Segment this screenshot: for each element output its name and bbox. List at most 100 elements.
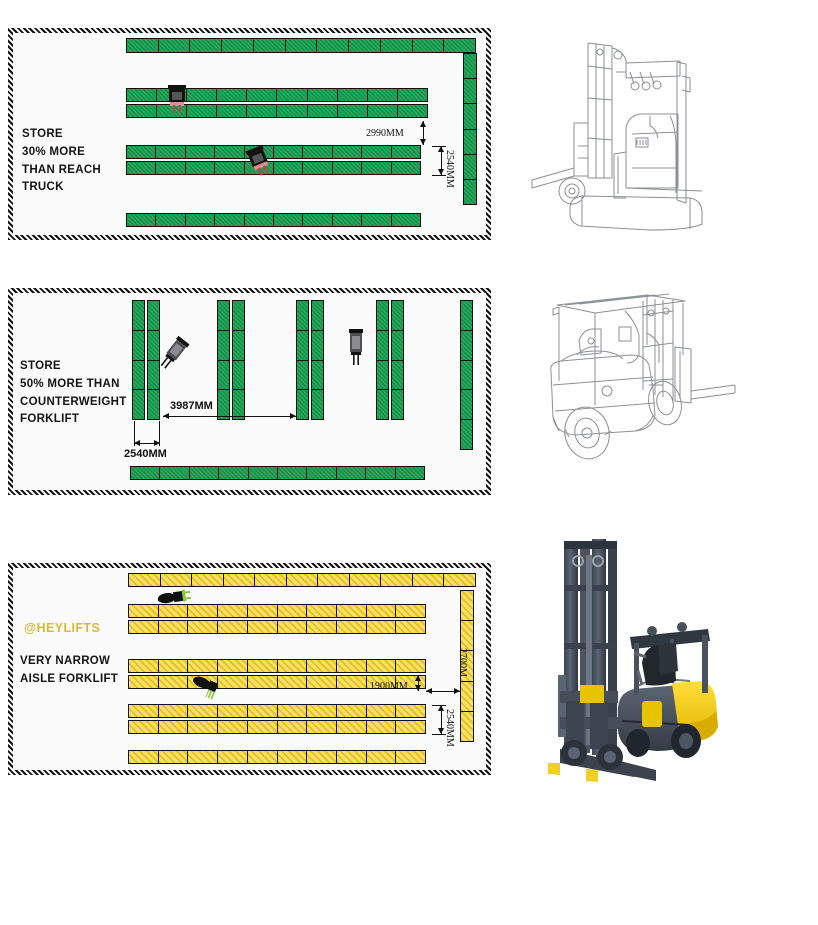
pallet-cell bbox=[218, 660, 247, 672]
pallet-cell bbox=[336, 705, 366, 717]
pallet-cell bbox=[307, 721, 336, 733]
counterweight-forklift-drawing bbox=[550, 293, 736, 460]
pallet-cell bbox=[158, 660, 188, 672]
pallet-cell bbox=[307, 105, 337, 117]
pallet-cell bbox=[464, 79, 476, 104]
pallet-cell bbox=[247, 621, 277, 633]
pallet-cell bbox=[158, 39, 190, 52]
pallet-cell bbox=[129, 676, 158, 688]
aisle-dimension-label: 3987MM bbox=[170, 400, 213, 412]
pallet-cell bbox=[218, 330, 229, 360]
pallet-cell bbox=[127, 214, 156, 226]
pallet-cell bbox=[218, 751, 247, 763]
rack-column bbox=[217, 300, 230, 420]
pallet-cell bbox=[247, 676, 277, 688]
pallet-cell bbox=[222, 39, 253, 52]
pallet-cell bbox=[307, 467, 336, 479]
aisle-dimension-label: 2990MM bbox=[366, 128, 404, 139]
rack-row bbox=[128, 750, 426, 764]
aisle-dimension-label-1900: 1900MM bbox=[370, 681, 408, 692]
pallet-cell bbox=[185, 214, 215, 226]
pallet-cell bbox=[336, 660, 366, 672]
rack-column bbox=[376, 300, 389, 420]
pallet-cell bbox=[244, 214, 274, 226]
pallet-cell bbox=[277, 676, 307, 688]
pallet-cell bbox=[188, 751, 218, 763]
fork-carriage bbox=[548, 675, 656, 782]
pallet-cell bbox=[461, 621, 473, 651]
counterweight-forklift-photo bbox=[535, 285, 760, 490]
pallet-cell bbox=[312, 301, 323, 330]
pallet-cell bbox=[366, 705, 396, 717]
pallet-cell bbox=[332, 214, 362, 226]
pallet-cell bbox=[277, 751, 307, 763]
pallet-cell bbox=[158, 721, 188, 733]
pallet-cell bbox=[148, 390, 159, 419]
pallet-cell bbox=[127, 105, 157, 117]
panel-1-caption: STORE 30% MORE THAN REACH TRUCK bbox=[22, 128, 102, 194]
panel-reach-truck: 2990MM 2540MM STORE 30% MORE THAN REACH … bbox=[8, 28, 491, 240]
pallet-cell bbox=[337, 105, 367, 117]
pallet-cell bbox=[285, 39, 317, 52]
pallet-cell bbox=[367, 89, 397, 101]
pallet-cell bbox=[297, 360, 308, 390]
pallet-cell bbox=[277, 89, 307, 101]
pallet-cell bbox=[189, 467, 219, 479]
rack-row bbox=[128, 720, 426, 734]
pallet-cell bbox=[247, 705, 277, 717]
pallet-cell bbox=[367, 105, 397, 117]
pallet-cell bbox=[129, 621, 158, 633]
pallet-cell bbox=[307, 621, 336, 633]
pallet-cell bbox=[218, 705, 247, 717]
pallet-cell bbox=[188, 660, 218, 672]
rack-row bbox=[128, 620, 426, 634]
bay-dimension-line bbox=[134, 440, 160, 446]
pallet-cell bbox=[395, 467, 425, 479]
pallet-cell bbox=[185, 146, 215, 158]
pallet-cell bbox=[247, 660, 277, 672]
pallet-cell bbox=[274, 162, 303, 174]
pallet-cell bbox=[461, 591, 473, 621]
pallet-cell bbox=[158, 676, 188, 688]
pallet-cell bbox=[362, 146, 391, 158]
pallet-cell bbox=[392, 301, 403, 330]
vna-forklift-glyph bbox=[157, 589, 192, 604]
pallet-cell bbox=[362, 214, 391, 226]
rack-column bbox=[311, 300, 324, 420]
pallet-cell bbox=[336, 721, 366, 733]
aisle-dimension-line bbox=[163, 413, 296, 419]
pallet-cell bbox=[277, 705, 307, 717]
pallet-cell bbox=[336, 621, 366, 633]
pallet-cell bbox=[247, 605, 277, 617]
pallet-cell bbox=[133, 330, 144, 360]
operator-cabin bbox=[630, 622, 710, 695]
pallet-cell bbox=[129, 721, 158, 733]
pallet-cell bbox=[396, 605, 426, 617]
pallet-cell bbox=[380, 39, 412, 52]
pallet-cell bbox=[377, 301, 388, 330]
pallet-cell bbox=[464, 154, 476, 179]
pallet-cell bbox=[307, 705, 336, 717]
pallet-cell bbox=[349, 574, 381, 586]
pallet-cell bbox=[303, 214, 332, 226]
pallet-cell bbox=[218, 621, 247, 633]
pallet-cell bbox=[336, 751, 366, 763]
pallet-cell bbox=[307, 89, 337, 101]
forklift-glyph bbox=[349, 329, 363, 365]
pallet-cell bbox=[297, 330, 308, 360]
reach-truck-glyph bbox=[168, 85, 186, 113]
pallet-cell bbox=[129, 705, 158, 717]
counterweight-forklift-top-view-icon bbox=[348, 328, 364, 371]
dimension-tick bbox=[134, 421, 135, 446]
pallet-cell bbox=[192, 574, 223, 586]
pallet-cell bbox=[253, 39, 285, 52]
rack-column bbox=[232, 300, 245, 420]
pallet-cell bbox=[217, 89, 247, 101]
aisle-dimension-line bbox=[420, 121, 426, 145]
pallet-cell bbox=[156, 214, 185, 226]
pallet-cell bbox=[412, 39, 444, 52]
pallet-cell bbox=[464, 104, 476, 129]
pallet-cell bbox=[127, 39, 158, 52]
pallet-cell bbox=[303, 146, 332, 158]
panel-3-caption: VERY NARROW AISLE FORKLIFT bbox=[20, 655, 119, 685]
